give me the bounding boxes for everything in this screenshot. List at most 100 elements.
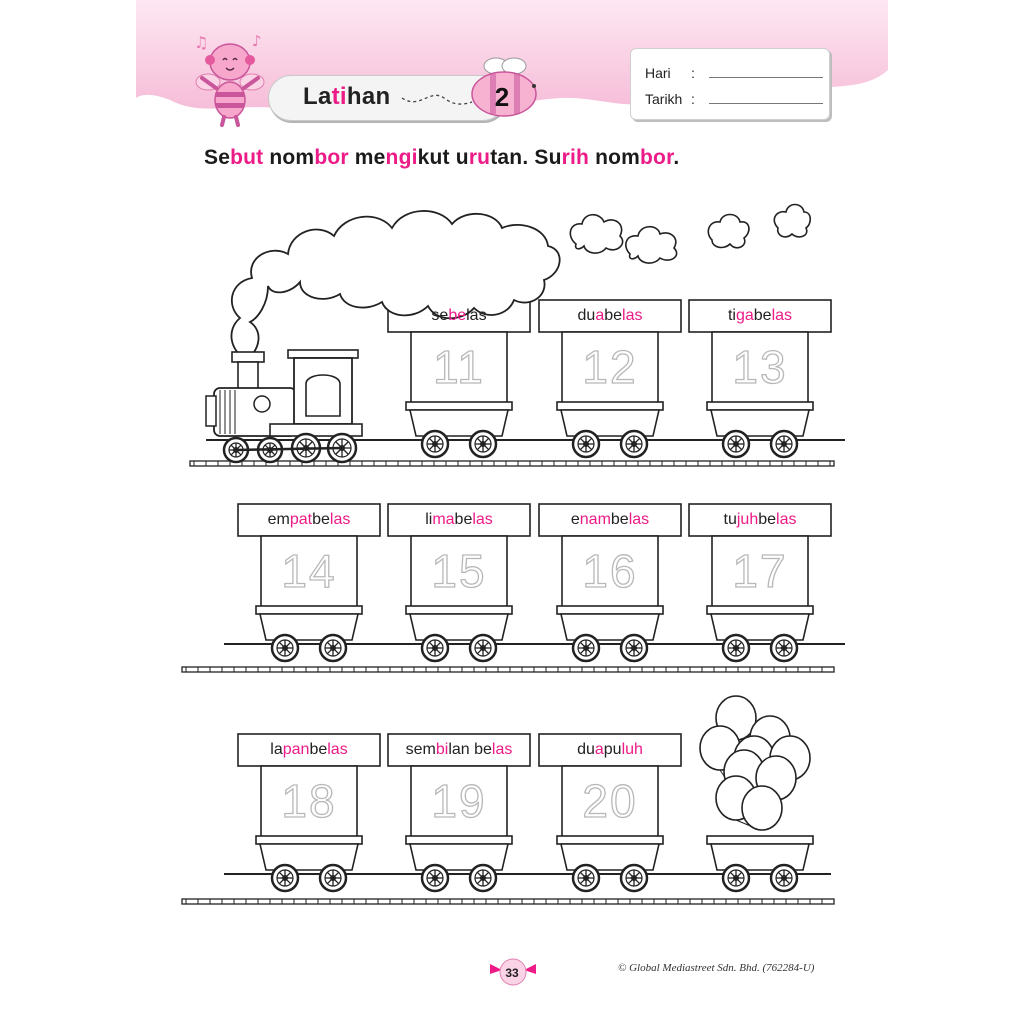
- syllable: be: [454, 511, 473, 528]
- accent-syllable: las: [771, 307, 793, 324]
- cart-rim: [405, 835, 513, 845]
- accent-syllable: bor: [314, 146, 349, 169]
- tarikh-blank[interactable]: [709, 93, 823, 104]
- wheel-hub: [480, 875, 486, 881]
- wheel-hub: [432, 441, 438, 447]
- syllable: sem: [405, 741, 436, 758]
- accent-syllable: be: [448, 307, 467, 324]
- accent-syllable: juh: [736, 511, 759, 528]
- accent-syllable: las: [491, 741, 513, 758]
- syllable: ti: [727, 307, 736, 324]
- accent-syllable: ga: [735, 307, 754, 324]
- locomotive-lamp: [253, 395, 271, 413]
- cart-column: [260, 535, 358, 609]
- wheel-hub: [480, 441, 486, 447]
- cart-sign: [237, 733, 381, 767]
- page-number-badge-icon: [490, 958, 536, 986]
- locomotive-base: [269, 423, 363, 437]
- bee-mascot-icon: ♫ ♪: [194, 32, 265, 127]
- cart-basket: [709, 409, 811, 437]
- cart-column: [561, 535, 659, 609]
- trace-number[interactable]: 19: [431, 774, 487, 827]
- trace-number[interactable]: 16: [582, 544, 638, 597]
- accent-syllable: rih: [561, 146, 590, 169]
- syllable: li: [425, 511, 433, 528]
- syllable: se: [431, 307, 449, 324]
- trace-number[interactable]: 15: [431, 544, 487, 597]
- cart-sign: [538, 503, 682, 537]
- cart-basket: [408, 843, 510, 871]
- hari-row: Hari:: [645, 65, 823, 81]
- wheel-hub: [781, 441, 787, 447]
- accent-syllable: ngi: [385, 146, 418, 169]
- locomotive-cab-roof: [287, 349, 359, 359]
- syllable: la: [270, 741, 283, 758]
- wheel-hub: [631, 441, 637, 447]
- locomotive-chimney: [237, 361, 259, 391]
- cart-sign: [538, 733, 682, 767]
- trace-number[interactable]: 20: [582, 774, 638, 827]
- accent-syllable: bi: [435, 741, 449, 758]
- hari-blank[interactable]: [709, 67, 823, 78]
- cloud-icon: [773, 203, 812, 238]
- bee-number-icon: [471, 57, 537, 117]
- locomotive-window: [305, 374, 341, 417]
- trace-number[interactable]: 12: [582, 340, 638, 393]
- trace-number[interactable]: 18: [281, 774, 337, 827]
- wheel-hub: [583, 875, 589, 881]
- wheel-hub: [733, 645, 739, 651]
- accent-syllable: nam: [579, 511, 611, 528]
- copyright-text: © Global Mediastreet Sdn. Bhd. (762284-U…: [618, 962, 815, 974]
- accent-syllable: ma: [432, 511, 455, 528]
- syllable: Se: [204, 146, 231, 169]
- wheel-hub: [583, 441, 589, 447]
- syllable: tu: [723, 511, 737, 528]
- cart-basket: [709, 613, 811, 641]
- cart-column: [711, 331, 809, 405]
- cart-basket: [258, 613, 360, 641]
- cart-column: [410, 331, 508, 405]
- locomotive-front: [205, 395, 217, 427]
- syllable: du: [577, 307, 596, 324]
- cart-rim: [556, 835, 664, 845]
- accent-syllable: las: [472, 511, 493, 528]
- trace-number[interactable]: 14: [281, 544, 337, 597]
- syllable: e: [570, 511, 580, 528]
- date-info-box: Hari: Tarikh:: [630, 48, 830, 120]
- cart-basket: [408, 409, 510, 437]
- syllable: be: [758, 511, 777, 528]
- wheel-hub: [631, 645, 637, 651]
- accent-syllable: pat: [289, 511, 313, 528]
- cart-rim: [255, 835, 363, 845]
- syllable: me: [348, 146, 386, 169]
- trace-number[interactable]: 13: [732, 340, 788, 393]
- syllable: las: [466, 307, 487, 324]
- tarikh-label: Tarikh: [645, 91, 683, 107]
- trace-number[interactable]: 11: [432, 340, 485, 393]
- accent-syllable: las: [622, 307, 643, 324]
- locomotive-chimney-top: [231, 351, 265, 363]
- wheel-hub: [781, 645, 787, 651]
- cart-column: [561, 331, 659, 405]
- trace-number[interactable]: 17: [732, 544, 788, 597]
- accent-syllable: las: [776, 511, 797, 528]
- cloud-icon: [569, 213, 624, 254]
- tarikh-row: Tarikh:: [645, 91, 823, 107]
- syllable: em: [267, 511, 290, 528]
- rail-track: [189, 460, 835, 467]
- syllable: be: [604, 307, 623, 324]
- accent-syllable: las: [327, 741, 348, 758]
- rail-track: [181, 898, 835, 905]
- wheel-hub: [733, 875, 739, 881]
- cart-rim: [556, 401, 664, 411]
- cloud-icon: [625, 225, 678, 264]
- wheel-hub: [631, 875, 637, 881]
- accent-syllable: las: [628, 511, 650, 528]
